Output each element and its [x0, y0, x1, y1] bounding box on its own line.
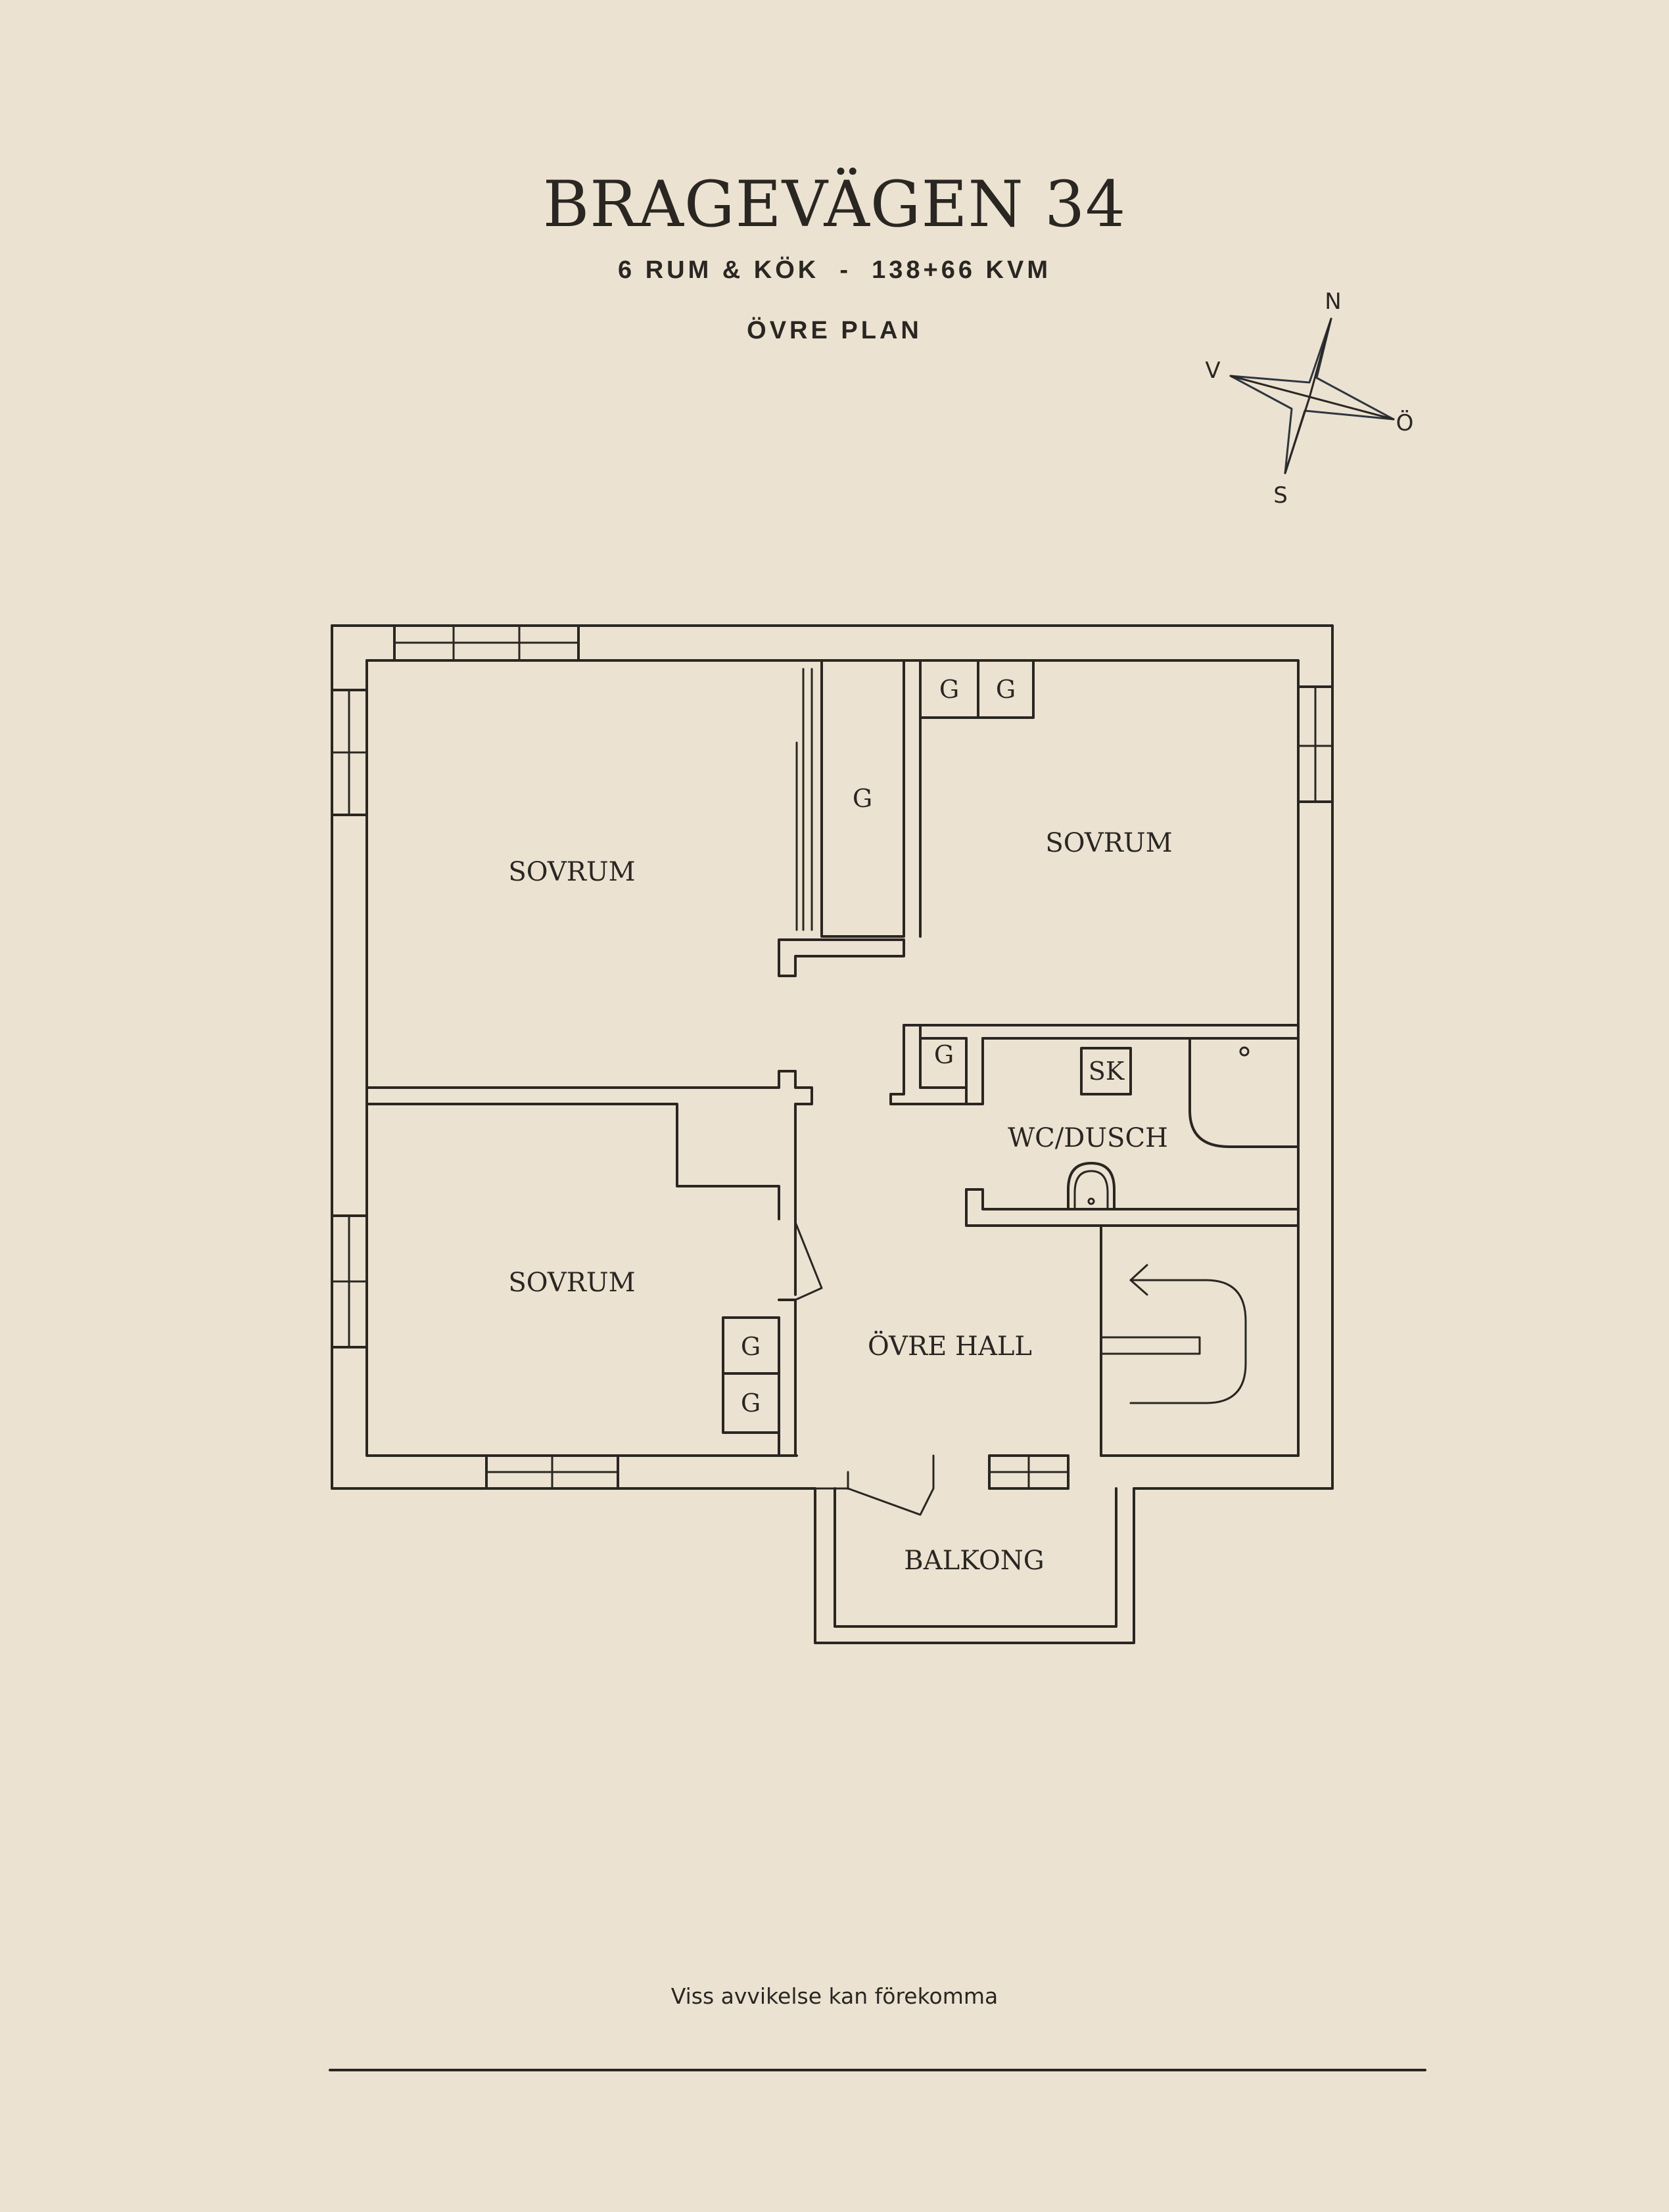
compass-south: S: [1273, 482, 1288, 509]
closet-labels: G G G G SK G G: [741, 675, 1125, 1417]
compass-star-icon: [1229, 317, 1395, 474]
property-summary: 6 RUM & KÖK - 138+66 KVM: [618, 256, 1051, 284]
balcony: [814, 1487, 1135, 1644]
closet-label-g-5: G: [741, 1332, 761, 1361]
compass-west: V: [1205, 357, 1220, 384]
interior-walls: [365, 659, 1300, 1516]
closet-label-g-2: G: [996, 675, 1016, 704]
room-label-wc-dusch: WC/DUSCH: [1008, 1123, 1168, 1153]
floor-level: ÖVRE PLAN: [747, 317, 922, 344]
room-label-sovrum-top-right: SOVRUM: [1045, 828, 1172, 858]
closet-label-g-6: G: [741, 1389, 761, 1417]
closet-label-g-1: G: [939, 675, 959, 704]
room-label-sovrum-top-left: SOVRUM: [508, 857, 635, 887]
windows: [331, 624, 1334, 1490]
compass-north: N: [1325, 288, 1341, 315]
outer-walls: [331, 624, 1334, 1490]
compass-rose: N V Ö S: [1205, 288, 1413, 509]
closet-label-g-3: G: [853, 784, 872, 813]
room-label-ovre-hall: ÖVRE HALL: [868, 1331, 1032, 1362]
room-label-sovrum-bottom-left: SOVRUM: [508, 1268, 635, 1298]
disclaimer-text: Viss avvikelse kan förekomma: [670, 1983, 999, 2009]
closet-label-g-4: G: [934, 1040, 954, 1069]
footer-divider: [329, 2069, 1426, 2071]
room-label-balkong: BALKONG: [904, 1546, 1044, 1576]
room-labels: SOVRUM SOVRUM SOVRUM WC/DUSCH ÖVRE HALL …: [508, 828, 1172, 1576]
compass-east: Ö: [1396, 409, 1414, 436]
property-title: BRAGEVÄGEN 34: [542, 168, 1127, 241]
closet-label-sk: SK: [1089, 1057, 1125, 1086]
